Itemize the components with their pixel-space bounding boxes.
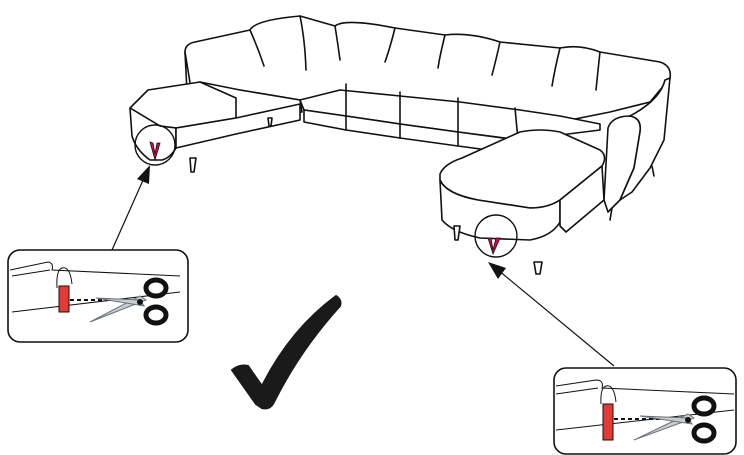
arrow-icon bbox=[112, 165, 150, 250]
arrow-icon bbox=[488, 262, 614, 366]
sofa-illustration bbox=[130, 16, 670, 274]
detail-panel-left bbox=[8, 250, 188, 342]
check-mark-icon bbox=[232, 296, 341, 408]
detail-panel-right bbox=[554, 368, 736, 454]
